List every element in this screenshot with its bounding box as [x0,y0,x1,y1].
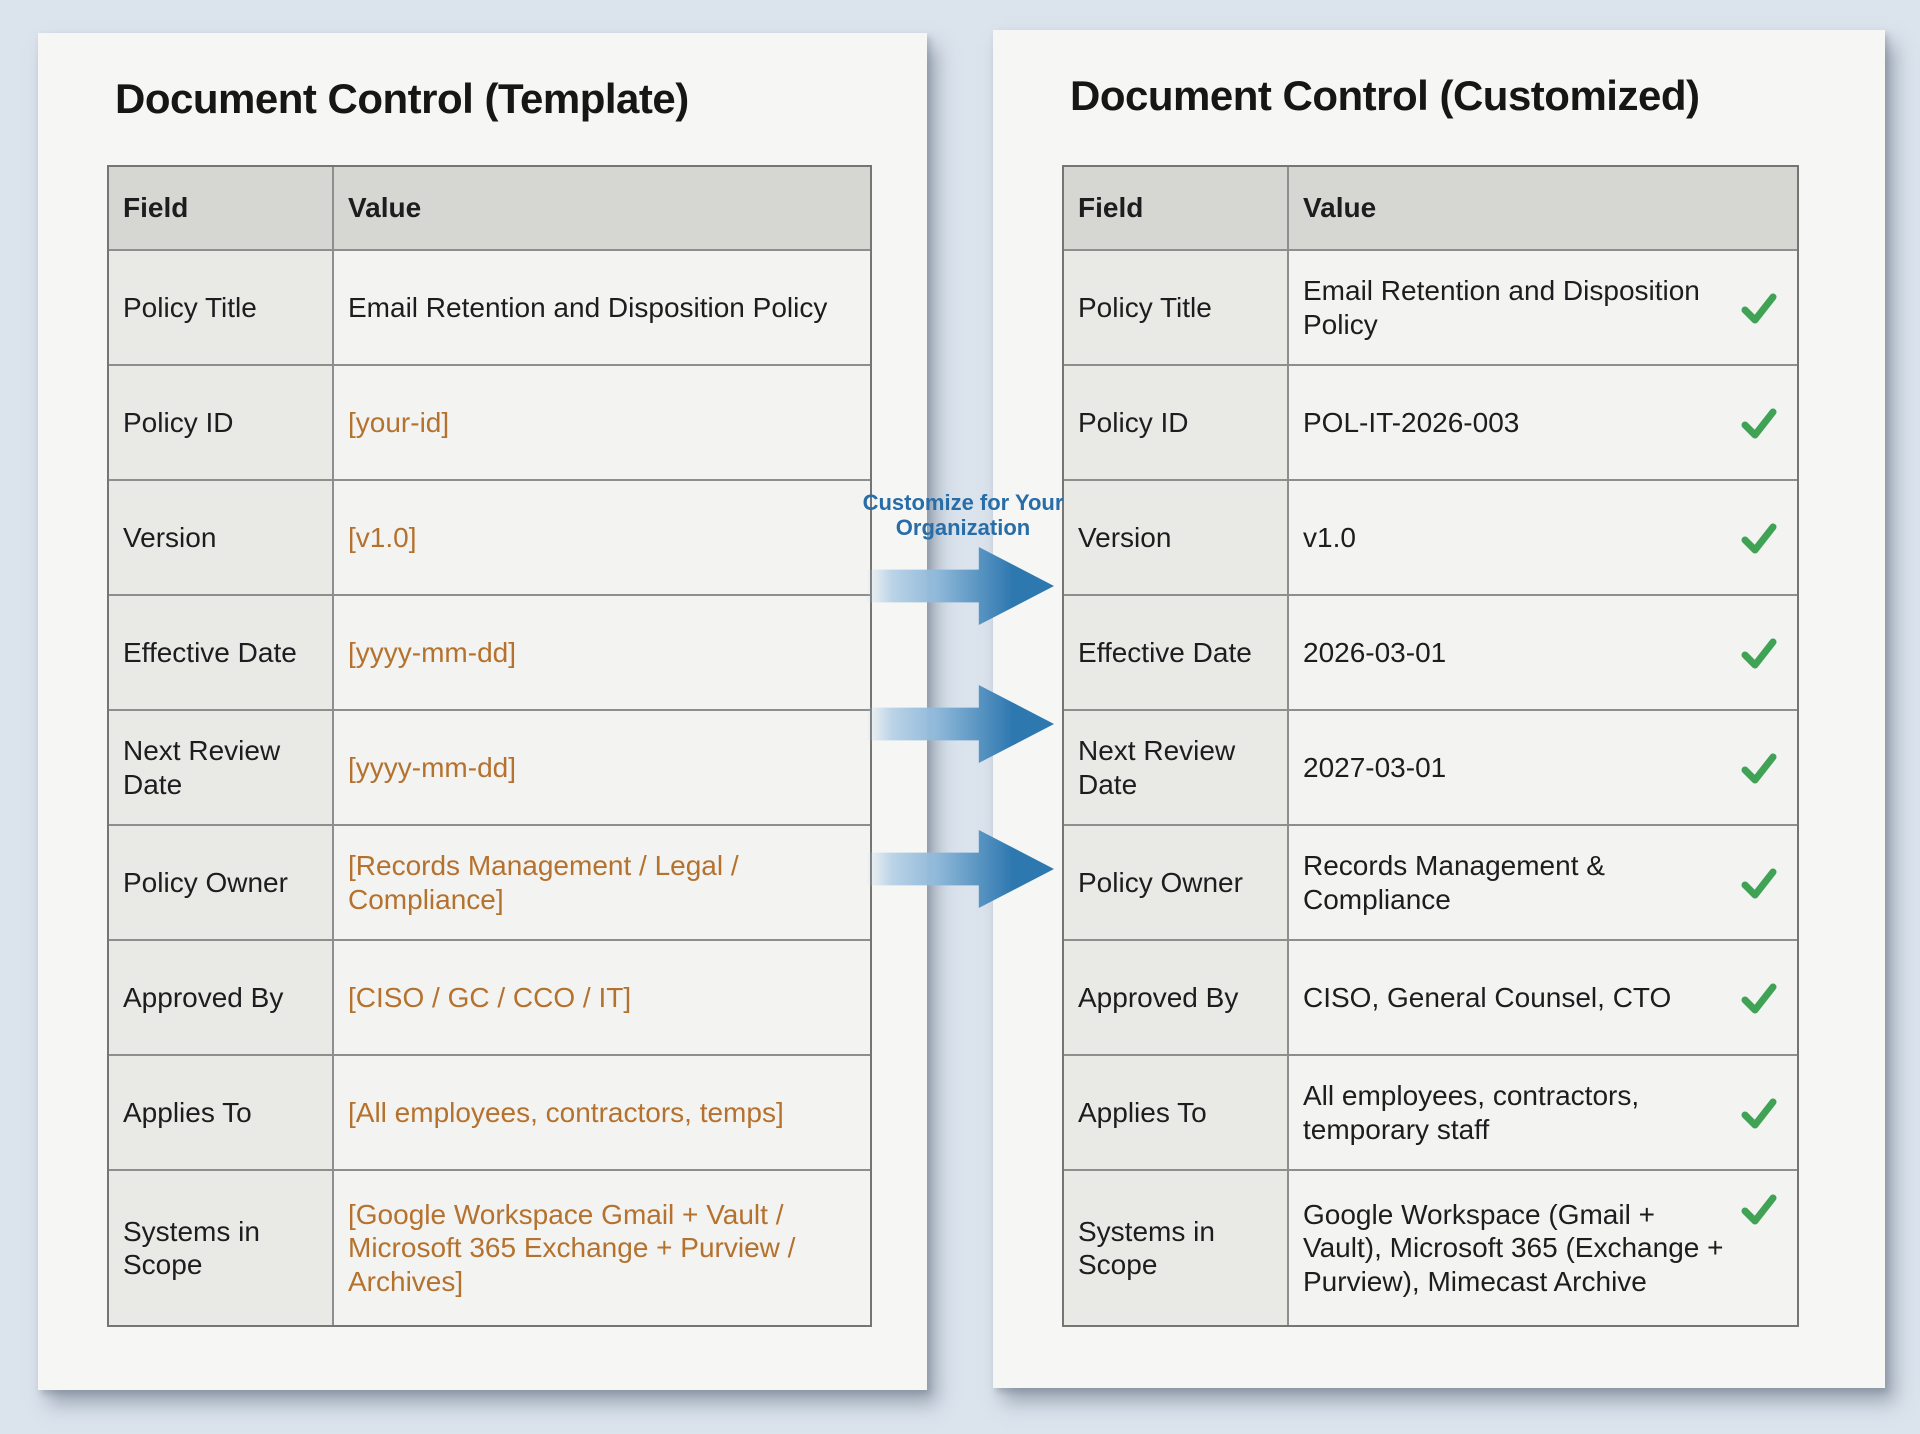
table-row: Effective Date 2026-03-01 [1064,596,1797,711]
value-text: POL-IT-2026-003 [1303,406,1520,438]
value-cell: [your-id] [334,366,870,479]
table-row: Version [v1.0] [109,481,870,596]
value-text: All employees, contractors, temporary st… [1303,1080,1640,1145]
field-cell: Applies To [1064,1056,1289,1169]
value-cell: [yyyy-mm-dd] [334,711,870,824]
table-row: Approved By CISO, General Counsel, CTO [1064,941,1797,1056]
field-column-header: Field [1064,167,1289,249]
value-column-header: Value [1289,167,1797,249]
field-cell: Effective Date [109,596,334,709]
table-row: Policy Title Email Retention and Disposi… [1064,251,1797,366]
value-cell: Email Retention and Disposition Policy [334,251,870,364]
field-cell: Next Review Date [1064,711,1289,824]
value-cell: 2026-03-01 [1289,596,1797,709]
table-header-row: Field Value [109,167,870,251]
value-text: v1.0 [1303,521,1356,553]
value-cell: [Google Workspace Gmail + Vault / Micros… [334,1171,870,1325]
checkmark-icon [1741,638,1777,668]
checkmark-icon [1741,408,1777,438]
template-table: Field Value Policy Title Email Retention… [107,165,872,1327]
table-row: Effective Date [yyyy-mm-dd] [109,596,870,711]
table-row: Applies To [All employees, contractors, … [109,1056,870,1171]
value-text: 2026-03-01 [1303,636,1447,668]
table-row: Policy Title Email Retention and Disposi… [109,251,870,366]
customized-document-panel: Document Control (Customized) Field Valu… [993,30,1885,1388]
customized-title: Document Control (Customized) [1070,72,1700,119]
table-row: Version v1.0 [1064,481,1797,596]
table-row: Policy ID POL-IT-2026-003 [1064,366,1797,481]
value-column-header: Value [334,167,870,249]
field-cell: Applies To [109,1056,334,1169]
checkmark-icon [1741,753,1777,783]
value-cell: [yyyy-mm-dd] [334,596,870,709]
template-document-panel: Document Control (Template) Field Value … [38,33,927,1390]
value-cell: [v1.0] [334,481,870,594]
table-row: Next Review Date [yyyy-mm-dd] [109,711,870,826]
value-cell: Google Workspace (Gmail + Vault), Micros… [1289,1171,1797,1325]
value-cell: Records Management & Compliance [1289,826,1797,939]
value-cell: POL-IT-2026-003 [1289,366,1797,479]
value-cell: [All employees, contractors, temps] [334,1056,870,1169]
checkmark-icon [1741,868,1777,898]
table-row: Policy ID [your-id] [109,366,870,481]
field-cell: Effective Date [1064,596,1289,709]
value-cell: [CISO / GC / CCO / IT] [334,941,870,1054]
field-cell: Policy ID [1064,366,1289,479]
table-row: Systems in Scope Google Workspace (Gmail… [1064,1171,1797,1325]
checkmark-icon [1741,1098,1777,1128]
customize-callout-label: Customize for Your Organization [862,490,1064,541]
table-row: Systems in Scope [Google Workspace Gmail… [109,1171,870,1325]
table-row: Next Review Date 2027-03-01 [1064,711,1797,826]
table-row: Policy Owner Records Management & Compli… [1064,826,1797,941]
field-cell: Version [1064,481,1289,594]
field-cell: Approved By [1064,941,1289,1054]
field-cell: Policy Owner [109,826,334,939]
value-cell: Email Retention and Disposition Policy [1289,251,1797,364]
field-cell: Policy Title [109,251,334,364]
field-cell: Policy Owner [1064,826,1289,939]
table-header-row: Field Value [1064,167,1797,251]
value-text: CISO, General Counsel, CTO [1303,981,1672,1013]
table-row: Policy Owner [Records Management / Legal… [109,826,870,941]
field-column-header: Field [109,167,334,249]
field-cell: Policy Title [1064,251,1289,364]
template-title: Document Control (Template) [115,75,689,122]
value-text: Records Management & Compliance [1303,850,1605,915]
value-text: 2027-03-01 [1303,751,1447,783]
value-cell: CISO, General Counsel, CTO [1289,941,1797,1054]
table-row: Approved By [CISO / GC / CCO / IT] [109,941,870,1056]
checkmark-icon [1741,1194,1777,1225]
value-cell: [Records Management / Legal / Compliance… [334,826,870,939]
value-cell: All employees, contractors, temporary st… [1289,1056,1797,1169]
checkmark-icon [1741,983,1777,1013]
table-row: Applies To All employees, contractors, t… [1064,1056,1797,1171]
value-cell: 2027-03-01 [1289,711,1797,824]
field-cell: Version [109,481,334,594]
value-text: Google Workspace (Gmail + Vault), Micros… [1303,1199,1724,1297]
value-text: Email Retention and Disposition Policy [1303,275,1700,340]
field-cell: Systems in Scope [1064,1171,1289,1325]
value-cell: v1.0 [1289,481,1797,594]
field-cell: Next Review Date [109,711,334,824]
checkmark-icon [1741,523,1777,553]
checkmark-icon [1741,293,1777,323]
field-cell: Approved By [109,941,334,1054]
customized-table: Field Value Policy Title Email Retention… [1062,165,1799,1327]
field-cell: Policy ID [109,366,334,479]
field-cell: Systems in Scope [109,1171,334,1325]
